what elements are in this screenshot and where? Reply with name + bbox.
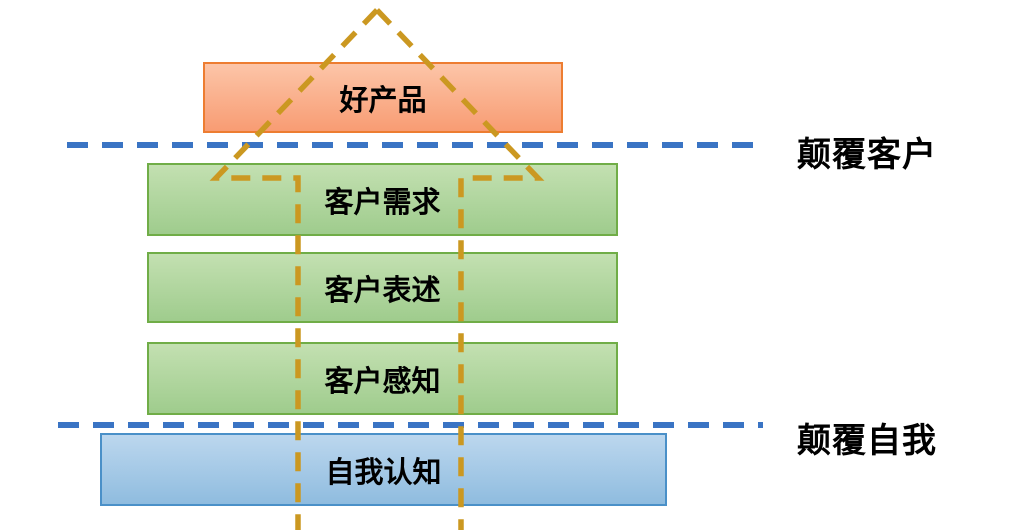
layer-box-customer-statements: 客户表述 [147, 252, 618, 323]
bottom-box-label: 自我认知 [325, 456, 442, 489]
layer-label: 客户感知 [324, 365, 441, 398]
divider-label-disrupt-customer: 颠覆客户 [797, 136, 937, 174]
layer-label: 客户表述 [324, 274, 441, 307]
bottom-box-self-cognition: 自我认知 [100, 433, 667, 506]
top-box-label: 好产品 [339, 84, 427, 117]
layer-label: 客户需求 [324, 186, 441, 219]
layer-box-customer-perception: 客户感知 [147, 342, 618, 415]
divider-label-disrupt-self: 颠覆自我 [797, 422, 937, 460]
layer-box-customer-needs: 客户需求 [147, 163, 618, 236]
top-box-good-product: 好产品 [203, 62, 563, 133]
